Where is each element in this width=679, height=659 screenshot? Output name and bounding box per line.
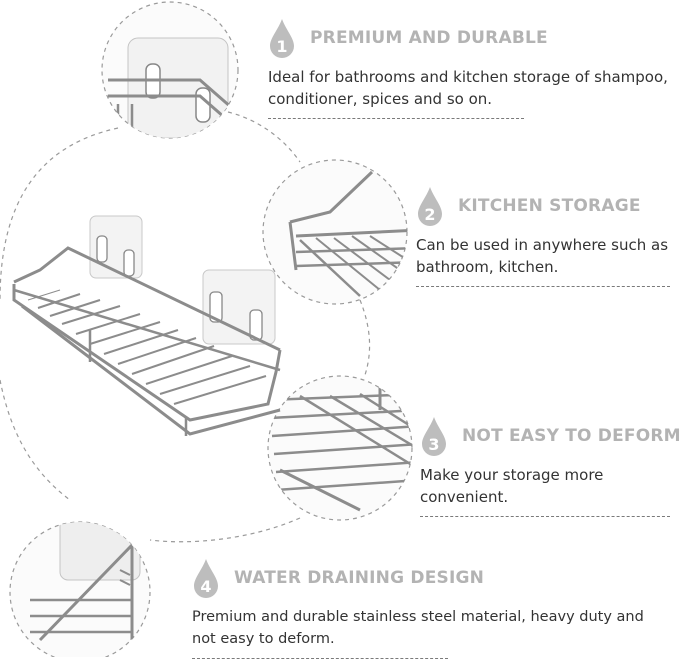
water-drop-icon: 4 — [192, 558, 220, 598]
description-line: Premium and durable stainless steel mate… — [192, 609, 644, 625]
detail-circle-1 — [101, 1, 239, 139]
water-drop-icon: 3 — [420, 416, 448, 456]
detail-circle-4 — [9, 521, 151, 657]
feature-description: Can be used in anywhere such as bathroom… — [416, 234, 676, 278]
feature-4: 4 WATER DRAINING DESIGN Premium and dura… — [192, 556, 672, 659]
description-line: conditioner, spices and so on. — [268, 90, 493, 108]
feature-description: Make your storage more convenient. — [420, 464, 676, 508]
feature-2: 2 KITCHEN STORAGE Can be used in anywher… — [416, 184, 676, 287]
feature-1: 1 PREMIUM AND DURABLE Ideal for bathroom… — [268, 16, 668, 119]
water-drop-icon: 2 — [416, 186, 444, 226]
dashed-divider — [268, 118, 524, 119]
dashed-divider — [416, 286, 670, 287]
description-line: not easy to deform. — [192, 631, 335, 647]
feature-title: KITCHEN STORAGE — [458, 196, 641, 216]
description-line: Can be used in anywhere such as — [416, 236, 669, 254]
feature-title: PREMIUM AND DURABLE — [310, 28, 548, 48]
detail-circle-2 — [262, 159, 408, 305]
feature-number: 3 — [428, 435, 439, 454]
feature-number: 2 — [424, 205, 435, 224]
feature-number: 1 — [276, 37, 287, 56]
feature-3: 3 NOT EASY TO DEFORM Make your storage m… — [420, 414, 679, 517]
description-line: Ideal for bathrooms and kitchen storage … — [268, 68, 668, 86]
feature-description: Premium and durable stainless steel mate… — [192, 606, 672, 650]
feature-title: NOT EASY TO DEFORM — [462, 426, 679, 446]
main-shelf-product — [12, 215, 282, 436]
detail-circle-3 — [267, 375, 413, 521]
description-line: convenient. — [420, 488, 509, 506]
feature-number: 4 — [200, 577, 211, 596]
dashed-divider — [420, 516, 670, 517]
feature-title: WATER DRAINING DESIGN — [234, 568, 485, 588]
description-line: Make your storage more — [420, 466, 604, 484]
water-drop-icon: 1 — [268, 18, 296, 58]
outline-arc — [0, 111, 371, 543]
feature-description: Ideal for bathrooms and kitchen storage … — [268, 66, 668, 110]
description-line: bathroom, kitchen. — [416, 258, 559, 276]
